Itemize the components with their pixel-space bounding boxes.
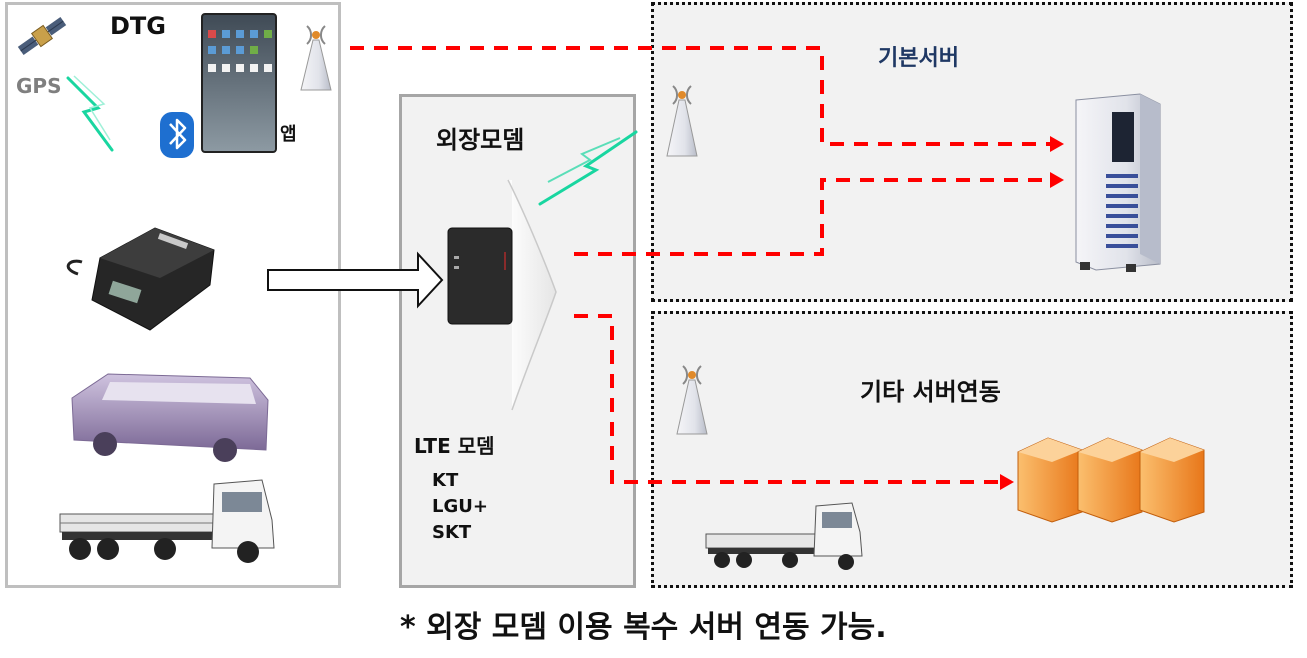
app-label: 앱 xyxy=(280,124,297,145)
other-server-title: 기타 서버연동 xyxy=(860,378,1001,406)
tower-server-icon xyxy=(1075,93,1161,272)
link-lines xyxy=(350,46,1050,484)
link-dtg-to-basic-server xyxy=(350,46,1050,146)
dtg-title: DTG xyxy=(110,12,166,40)
truck-icon xyxy=(705,502,863,570)
modem-signal-wedge xyxy=(507,179,557,411)
lte-modem-label: LTE 모뎀 xyxy=(414,434,495,458)
basic-server-title: 기본서버 xyxy=(878,46,959,71)
bus-icon xyxy=(71,373,269,462)
dtg-device-icon xyxy=(66,227,215,331)
lte-modem-icon xyxy=(447,227,513,325)
cell-tower-icon xyxy=(666,85,698,157)
carrier-lgu: LGU+ xyxy=(432,496,488,517)
link-modem-to-other-server xyxy=(574,314,1000,484)
link-arrowheads xyxy=(1000,136,1064,490)
bluetooth-icon xyxy=(160,112,194,158)
gps-signal-icon xyxy=(66,75,114,152)
carrier-skt: SKT xyxy=(432,522,472,543)
cell-tower-icon xyxy=(300,25,332,91)
cell-tower-icon xyxy=(676,365,708,435)
basic-server-panel xyxy=(651,2,1293,302)
gps-label: GPS xyxy=(16,74,62,98)
external-modem-title: 외장모뎀 xyxy=(436,126,525,154)
smartphone-icon xyxy=(201,13,277,153)
footer-note: * 외장 모뎀 이용 복수 서버 연동 가능. xyxy=(400,610,887,645)
right-arrow-icon xyxy=(267,251,444,309)
lte-signal-icon xyxy=(538,130,638,206)
link-modem-to-basic-server xyxy=(574,178,1050,256)
satellite-icon xyxy=(17,16,67,56)
truck-icon xyxy=(59,479,275,563)
rack-server-icon xyxy=(1017,437,1205,523)
carrier-kt: KT xyxy=(432,470,459,491)
